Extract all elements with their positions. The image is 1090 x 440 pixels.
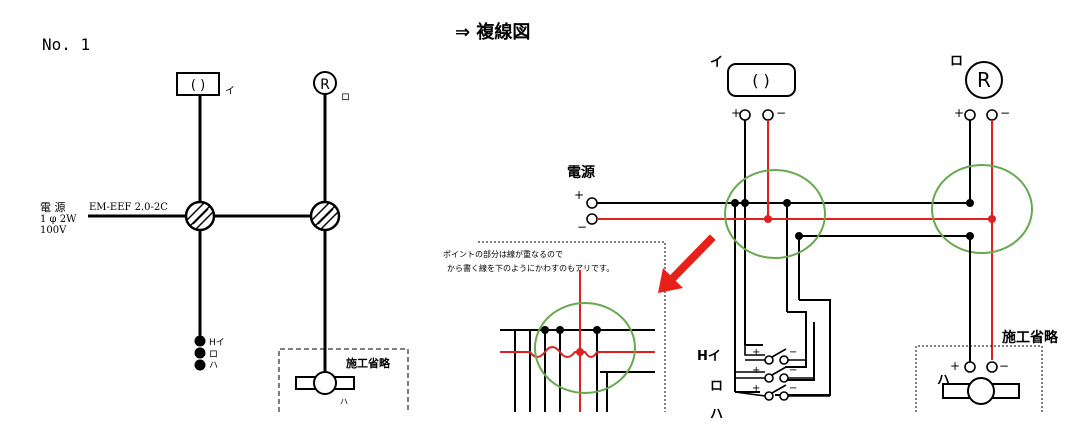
switch-group: + − + − + − Hイ ロ ハ xyxy=(697,345,830,422)
outlet-terminal-plus xyxy=(964,361,976,373)
switch-label-ro: ロ xyxy=(710,379,723,394)
note-line-2: から書く線を下のようにかわすのもアリです。 xyxy=(447,263,614,273)
junction-box-right xyxy=(309,200,341,232)
outlet-label: ハ xyxy=(340,397,348,406)
lamp-i-terminal-minus xyxy=(762,109,774,121)
lamp-r-terminal-minus xyxy=(986,109,998,121)
outlet-symbol xyxy=(942,377,1020,405)
switch-1-minus: − xyxy=(789,347,797,358)
omit-box xyxy=(915,345,1043,412)
outlet-plus: + xyxy=(950,359,960,373)
red-wires xyxy=(597,120,993,360)
lamp-i-symbol: ( ) xyxy=(191,78,205,93)
switch-3-plus: + xyxy=(752,383,760,394)
lamp-i-plus: + xyxy=(731,106,741,120)
diagram-title: ⇒ 複線図 xyxy=(455,21,530,43)
lamp-i-terminal-plus xyxy=(739,109,751,121)
lamp-i-label: イ xyxy=(225,86,235,97)
switch-2-plus: + xyxy=(752,365,760,376)
power-terminal-minus xyxy=(586,213,598,225)
switch-dot-2 xyxy=(194,347,206,359)
outlet-minus: − xyxy=(999,359,1009,373)
lamp-r-terminal-plus xyxy=(964,109,976,121)
switch-label-h-i: Hイ xyxy=(209,338,225,348)
outlet-symbol xyxy=(295,371,355,395)
single-line-diagram: No. 1 ( ) イ R ロ 電 源 1 xyxy=(40,35,409,412)
lamp-r-label: ロ xyxy=(950,54,963,69)
lamp-r-symbol: R xyxy=(977,68,991,92)
omit-label: 施工省略 xyxy=(346,356,391,370)
switch-3-minus: − xyxy=(789,383,797,394)
node-black-3 xyxy=(783,199,791,207)
note-line-1: ポイントの部分は線が重なるので xyxy=(443,249,563,259)
power-source-label: 電 源 xyxy=(40,200,66,214)
lamp-i-box xyxy=(727,63,796,97)
power-label: 電源 xyxy=(567,164,595,181)
junction-circle-left xyxy=(724,169,826,259)
lamp-i-symbol: ( ) xyxy=(752,71,770,90)
junction-box-left xyxy=(184,200,216,232)
lamp-r-circle xyxy=(965,61,1003,99)
power-voltage-label: 100V xyxy=(40,225,67,236)
outlet-terminal-minus xyxy=(986,361,998,373)
switch-label-ro: ロ xyxy=(209,350,218,360)
note-box xyxy=(478,241,666,412)
power-minus: − xyxy=(577,220,587,234)
lamp-r-plus: + xyxy=(954,106,964,120)
switch-1-plus: + xyxy=(752,347,760,358)
node-black-4 xyxy=(966,199,974,207)
cable-spec-label: EM-EEF 2.0-2C xyxy=(89,202,168,213)
switch-dot-1 xyxy=(194,335,206,347)
multi-wire-diagram: ⇒ 複線図 イ ( ) + − ロ R + − 電源 + − xyxy=(443,21,1059,422)
switch-label-ha: ハ xyxy=(710,407,723,422)
diagram-number: No. 1 xyxy=(42,35,90,54)
node-red-1 xyxy=(764,215,772,223)
node-black-2 xyxy=(741,199,749,207)
lamp-i-minus: − xyxy=(776,106,786,120)
power-terminal-plus xyxy=(586,197,598,209)
lamp-r-symbol: R xyxy=(320,77,330,93)
switch-label-ha: ハ xyxy=(209,361,218,371)
outlet-label: ハ xyxy=(937,373,950,388)
power-plus: + xyxy=(574,188,584,202)
lamp-r-label: ロ xyxy=(341,93,350,103)
power-phase-label: 1 φ 2W xyxy=(40,214,77,225)
switch-label-h-i: Hイ xyxy=(697,349,721,364)
switch-dot-3 xyxy=(194,359,206,371)
omit-label: 施工省略 xyxy=(1002,329,1059,346)
node-black-1 xyxy=(731,199,739,207)
lamp-i-label: イ xyxy=(710,55,723,70)
lamp-i-box xyxy=(176,72,220,96)
pointer-arrow-icon xyxy=(658,234,716,293)
lamp-r-minus: − xyxy=(1000,106,1010,120)
junction-circle-right xyxy=(931,164,1033,254)
switch-2-minus: − xyxy=(789,365,797,376)
node-black-5 xyxy=(795,232,803,240)
node-red-2 xyxy=(988,215,996,223)
inset-diagram xyxy=(500,270,655,412)
black-wires xyxy=(597,120,971,396)
